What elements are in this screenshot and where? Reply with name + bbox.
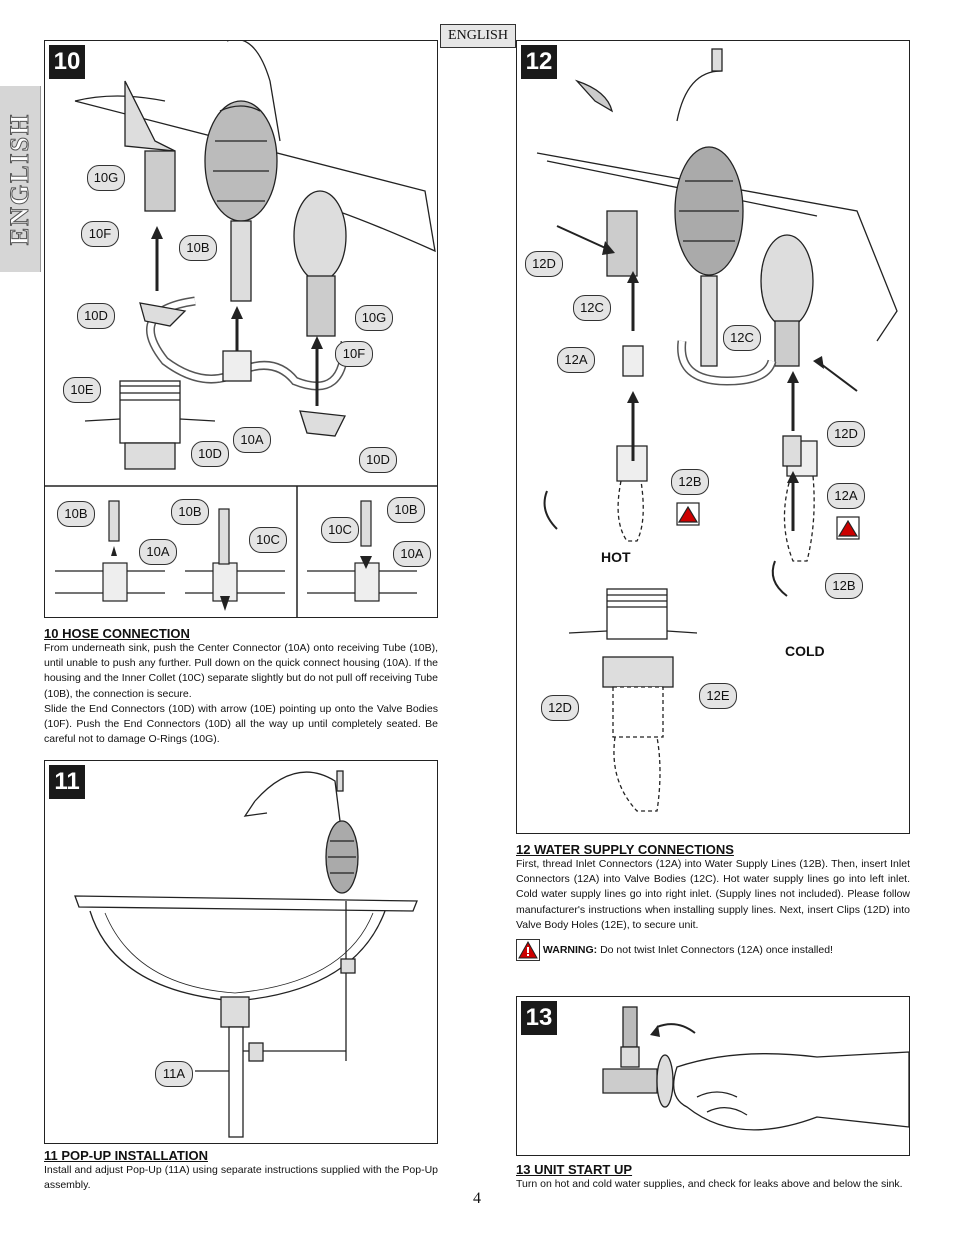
- step-12-text: 12 WATER SUPPLY CONNECTIONS First, threa…: [516, 842, 910, 962]
- callout-10d: 10D: [359, 447, 397, 473]
- callout-10b: 10B: [179, 235, 217, 261]
- step-10-number: 10: [49, 45, 85, 79]
- callout-12c: 12C: [723, 325, 761, 351]
- cold-label: COLD: [785, 643, 825, 659]
- step-13-paragraph: Turn on hot and cold water supplies, and…: [516, 1178, 903, 1190]
- hose-connection-illustration: [45, 41, 437, 617]
- step-12-warning: WARNING: Do not twist Inlet Connectors (…: [516, 939, 910, 962]
- callout-12b: 12B: [825, 573, 863, 599]
- callout-10a: 10A: [393, 541, 431, 567]
- callout-12a: 12A: [827, 483, 865, 509]
- callout-10a: 10A: [139, 539, 177, 565]
- callout-10c: 10C: [249, 527, 287, 553]
- callout-11a: 11A: [155, 1061, 193, 1087]
- callout-12e: 12E: [699, 683, 737, 709]
- callout-12d: 12D: [541, 695, 579, 721]
- unit-startup-illustration: [602, 1006, 909, 1131]
- callout-10f: 10F: [81, 221, 119, 247]
- warning-label: WARNING:: [542, 943, 598, 956]
- callout-10d: 10D: [191, 441, 229, 467]
- side-tab-label: ENGLISH: [5, 112, 35, 246]
- step-11-paragraph: Install and adjust Pop-Up (11A) using se…: [44, 1164, 438, 1192]
- step-11-heading: 11 POP-UP INSTALLATION: [44, 1148, 208, 1163]
- step-11-figure: 11 11A: [44, 760, 438, 1144]
- step-11-number: 11: [49, 765, 85, 799]
- step-11-text: 11 POP-UP INSTALLATION Install and adjus…: [44, 1148, 438, 1193]
- callout-12b: 12B: [671, 469, 709, 495]
- callout-10b: 10B: [387, 497, 425, 523]
- callout-12d: 12D: [525, 251, 563, 277]
- callout-10c: 10C: [321, 517, 359, 543]
- side-language-tab: ENGLISH: [0, 86, 41, 272]
- step-13-figure: 13: [516, 996, 910, 1156]
- step-12-figure: 12: [516, 40, 910, 834]
- page-number: 4: [473, 1190, 481, 1207]
- step-10-paragraph-1: From underneath sink, push the Center Co…: [44, 642, 438, 700]
- callout-10a: 10A: [233, 427, 271, 453]
- callout-10d: 10D: [77, 303, 115, 329]
- step-13-text: 13 UNIT START UP Turn on hot and cold wa…: [516, 1162, 910, 1192]
- popup-installation-illustration: [74, 770, 418, 1138]
- step-12-paragraph: First, thread Inlet Connectors (12A) int…: [516, 858, 910, 931]
- callout-12c: 12C: [573, 295, 611, 321]
- callout-12d: 12D: [827, 421, 865, 447]
- callout-10e: 10E: [63, 377, 101, 403]
- step-10-text: 10 HOSE CONNECTION From underneath sink,…: [44, 626, 438, 747]
- step-12-number: 12: [521, 45, 557, 79]
- step-10-paragraph-2: Slide the End Connectors (10D) with arro…: [44, 702, 438, 746]
- step-10-heading: 10 HOSE CONNECTION: [44, 626, 190, 641]
- callout-10g: 10G: [87, 165, 125, 191]
- callout-12a: 12A: [557, 347, 595, 373]
- callout-10b: 10B: [57, 501, 95, 527]
- hot-label: HOT: [601, 549, 631, 565]
- callout-10g: 10G: [355, 305, 393, 331]
- callout-10b: 10B: [171, 499, 209, 525]
- step-12-heading: 12 WATER SUPPLY CONNECTIONS: [516, 842, 734, 857]
- step-13-number: 13: [521, 1001, 557, 1035]
- warning-text: Do not twist Inlet Connectors (12A) once…: [600, 943, 833, 956]
- step-10-figure: 10: [44, 40, 438, 618]
- language-tab: ENGLISH: [440, 24, 516, 48]
- warning-icon: [516, 939, 540, 962]
- water-supply-illustration: [536, 48, 898, 812]
- step-13-heading: 13 UNIT START UP: [516, 1162, 633, 1177]
- callout-10f: 10F: [335, 341, 373, 367]
